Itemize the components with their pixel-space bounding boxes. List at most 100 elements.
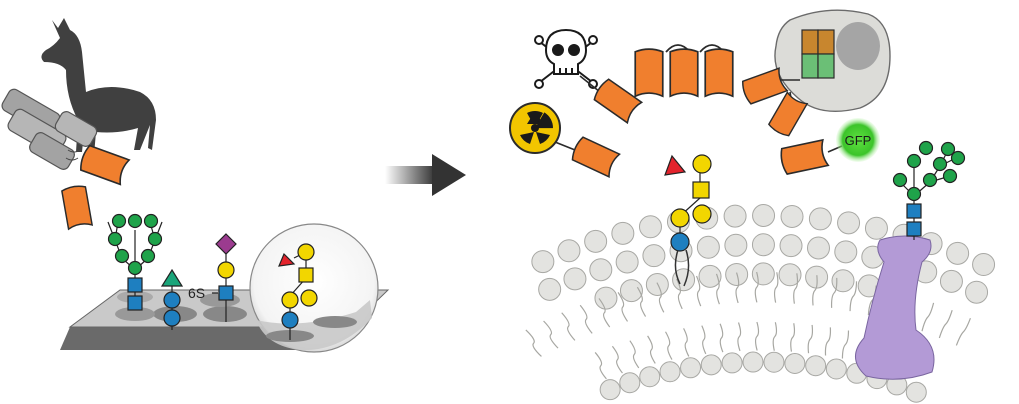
lipid-tail bbox=[737, 322, 742, 352]
lipid-head bbox=[672, 268, 696, 292]
lipid-head bbox=[723, 204, 747, 228]
lipid-head bbox=[946, 241, 970, 265]
lipid-head bbox=[784, 352, 806, 374]
lipid-tail bbox=[656, 282, 665, 313]
lipid-tail bbox=[561, 312, 576, 341]
lipid-tail bbox=[790, 323, 796, 352]
lipid-tail bbox=[719, 323, 724, 353]
lipid-head bbox=[700, 354, 722, 376]
lipid-tail bbox=[579, 304, 593, 334]
lipid-head bbox=[557, 239, 581, 263]
lipid-tail bbox=[701, 325, 707, 355]
lipid-head bbox=[752, 204, 776, 228]
lipid-head bbox=[805, 355, 827, 377]
lipid-head bbox=[619, 279, 643, 303]
glycolipid bbox=[664, 154, 712, 287]
lipid-tail bbox=[695, 275, 702, 307]
lipid-head bbox=[808, 207, 832, 231]
antibody-icon bbox=[1, 88, 98, 170]
glycan-triangle-circles bbox=[160, 268, 184, 330]
lipid-head bbox=[825, 358, 847, 380]
lipid-tail bbox=[807, 324, 814, 354]
lipid-head bbox=[834, 240, 858, 264]
lipid-head bbox=[965, 280, 989, 304]
lipid-head bbox=[599, 379, 621, 401]
glycan-in-lens bbox=[278, 243, 318, 340]
process-arrow bbox=[385, 154, 466, 196]
lipid-head bbox=[780, 204, 804, 228]
lipid-tail bbox=[824, 327, 832, 356]
lipid-head bbox=[594, 286, 618, 310]
lipid-tail bbox=[754, 321, 760, 351]
lipid-tail bbox=[683, 328, 690, 357]
lipid-head bbox=[864, 216, 888, 240]
vhh-fragment bbox=[77, 143, 130, 186]
lipid-tail bbox=[812, 275, 818, 306]
lipid-head bbox=[680, 357, 702, 379]
lipid-head bbox=[831, 269, 855, 293]
multivalent-vhh-chain bbox=[634, 44, 734, 98]
magnifier-lens bbox=[249, 223, 379, 353]
llama-silhouette bbox=[41, 18, 156, 155]
lipid-tail bbox=[629, 340, 640, 369]
lipid-tail bbox=[611, 345, 623, 374]
glycan-on-protein bbox=[892, 140, 966, 240]
lipid-tail bbox=[525, 329, 542, 357]
lipid-tail bbox=[841, 330, 850, 359]
lipid-tail bbox=[754, 271, 759, 303]
lipid-head bbox=[778, 263, 802, 287]
lipid-tail bbox=[735, 272, 740, 304]
lipid-head bbox=[972, 253, 996, 277]
vhh-fragment bbox=[778, 139, 830, 176]
glycan-branched bbox=[107, 213, 163, 311]
lipid-head bbox=[615, 250, 639, 274]
lipid-head bbox=[721, 352, 743, 374]
lipid-head bbox=[939, 269, 963, 293]
lipid-head bbox=[639, 366, 661, 388]
lipid-tail bbox=[664, 331, 673, 360]
lipid-head bbox=[905, 381, 927, 403]
lipid-tail bbox=[830, 277, 838, 308]
lipid-tail bbox=[938, 309, 953, 339]
vhh-fragment bbox=[591, 77, 643, 124]
lipid-tail bbox=[647, 335, 656, 364]
gfp-reporter: GFP bbox=[836, 118, 880, 162]
linker bbox=[579, 75, 601, 93]
lipid-head bbox=[806, 236, 830, 260]
lipid-tail bbox=[773, 272, 779, 303]
lipid-head bbox=[696, 235, 720, 259]
lipid-head bbox=[619, 372, 641, 394]
lipid-tail bbox=[636, 286, 647, 317]
skull-crossbones-icon bbox=[534, 28, 598, 89]
lipid-head bbox=[538, 277, 562, 301]
lipid-head bbox=[563, 267, 587, 291]
lipid-head bbox=[751, 233, 775, 257]
lipid-tail bbox=[772, 322, 778, 351]
lipid-tail bbox=[715, 273, 720, 305]
radioactive-icon bbox=[509, 102, 561, 154]
vhh-fragment bbox=[569, 135, 621, 178]
lipid-head bbox=[751, 262, 775, 286]
vhh-fragment bbox=[60, 183, 93, 230]
receptor-bound-vhh bbox=[801, 29, 835, 79]
cell-with-nucleus bbox=[774, 9, 891, 113]
gfp-label: GFP bbox=[845, 133, 872, 148]
lipid-head bbox=[837, 211, 861, 235]
lipid-head bbox=[584, 229, 608, 253]
lipid-head bbox=[589, 258, 613, 282]
lipid-tail bbox=[676, 278, 683, 310]
lipid-tail bbox=[617, 292, 629, 322]
lipid-head bbox=[638, 215, 662, 239]
lipid-head bbox=[779, 234, 803, 258]
glycan-sulfated bbox=[212, 233, 237, 322]
lipid-tail bbox=[598, 298, 611, 328]
lipid-tail bbox=[793, 273, 799, 304]
lipid-head bbox=[659, 361, 681, 383]
lipid-tail bbox=[543, 320, 559, 349]
lipid-head bbox=[642, 244, 666, 268]
lipid-tail bbox=[955, 317, 971, 346]
transmembrane-glycoprotein bbox=[855, 235, 935, 380]
lipid-head bbox=[763, 351, 785, 373]
lipid-head bbox=[724, 233, 748, 257]
